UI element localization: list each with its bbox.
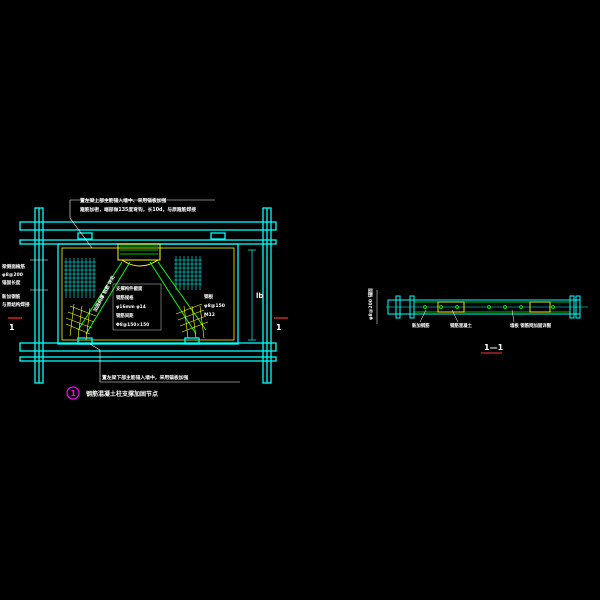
- right-label: φ8@150: [204, 303, 225, 309]
- table-row: 钢筋间距: [116, 312, 134, 319]
- left-note-2-line: 与原结构焊接: [2, 301, 30, 308]
- section-mark-right-label: 1: [276, 323, 282, 332]
- elevation-view: lb 置左梁上部主筋锚入墙中、采用锚板加强 箍筋加密，端部做135度弯钩，长10…: [1, 197, 288, 400]
- section-mark-right: 1: [274, 317, 288, 332]
- right-mesh: [174, 256, 202, 290]
- dimension-line: [248, 249, 256, 341]
- detail-title-text: 钢筋混凝土柱支撑加固节点: [86, 390, 158, 398]
- dimension-text: lb: [256, 292, 263, 300]
- left-note-1-line: 梁侧面植筋: [1, 263, 25, 270]
- leader-lines: [30, 199, 240, 383]
- left-note-1-line: φ8@200: [2, 272, 23, 278]
- brace-foot-left: [65, 303, 97, 341]
- left-note-1: 梁侧面植筋 φ8@200 锚固长度: [1, 263, 25, 286]
- top-note-line1: 置左梁上部主筋锚入墙中、采用锚板加强: [80, 197, 167, 204]
- top-note-line2: 箍筋加密，端部做135度弯钩，长10d，与原箍筋焊接: [80, 206, 196, 213]
- section-view: φ8@200 锚固 新加钢筋 钢: [367, 288, 588, 354]
- table-row: 支撑构件截面: [116, 285, 143, 292]
- left-note-1-line: 锚固长度: [2, 279, 21, 286]
- section-slab: [386, 295, 588, 319]
- section-label: 新加钢筋: [412, 322, 430, 329]
- section-title: 1—1: [484, 343, 504, 352]
- section-label: 墙板 钢筋网加固详图: [510, 322, 552, 329]
- section-leaders: [419, 309, 515, 323]
- right-label: 钢板: [204, 293, 214, 300]
- left-note-2: 新加钢筋 与原结构焊接: [2, 293, 30, 308]
- table-row: Φ8@150×150: [116, 322, 149, 328]
- detail-number: 1: [71, 389, 77, 398]
- brace-foot-right: [175, 303, 209, 339]
- bottom-note: 置左梁下部主筋锚入墙中，采用锚板加强: [102, 374, 189, 381]
- concrete-frame: [19, 207, 277, 384]
- section-label: 钢筋混凝土: [450, 322, 473, 329]
- table-row: 钢筋规格: [116, 294, 134, 301]
- detail-title: 1 钢筋混凝土柱支撑加固节点: [66, 386, 158, 400]
- left-note-2-line: 新加钢筋: [2, 293, 21, 300]
- left-mesh: [64, 258, 96, 298]
- section-vertical-note: φ8@200 锚固: [367, 288, 374, 320]
- detail-number-circle: [66, 386, 80, 400]
- center-table: 支撑构件截面 钢筋规格 φ16mm φ14 钢筋间距 Φ8@150×150: [112, 283, 162, 331]
- section-mark-left: 1: [8, 317, 22, 332]
- right-label: M12: [204, 312, 215, 318]
- section-yellow-blocks: [437, 301, 551, 313]
- table-row: φ16mm φ14: [116, 304, 146, 310]
- section-mark-left-label: 1: [9, 323, 15, 332]
- top-haunch: [117, 243, 161, 267]
